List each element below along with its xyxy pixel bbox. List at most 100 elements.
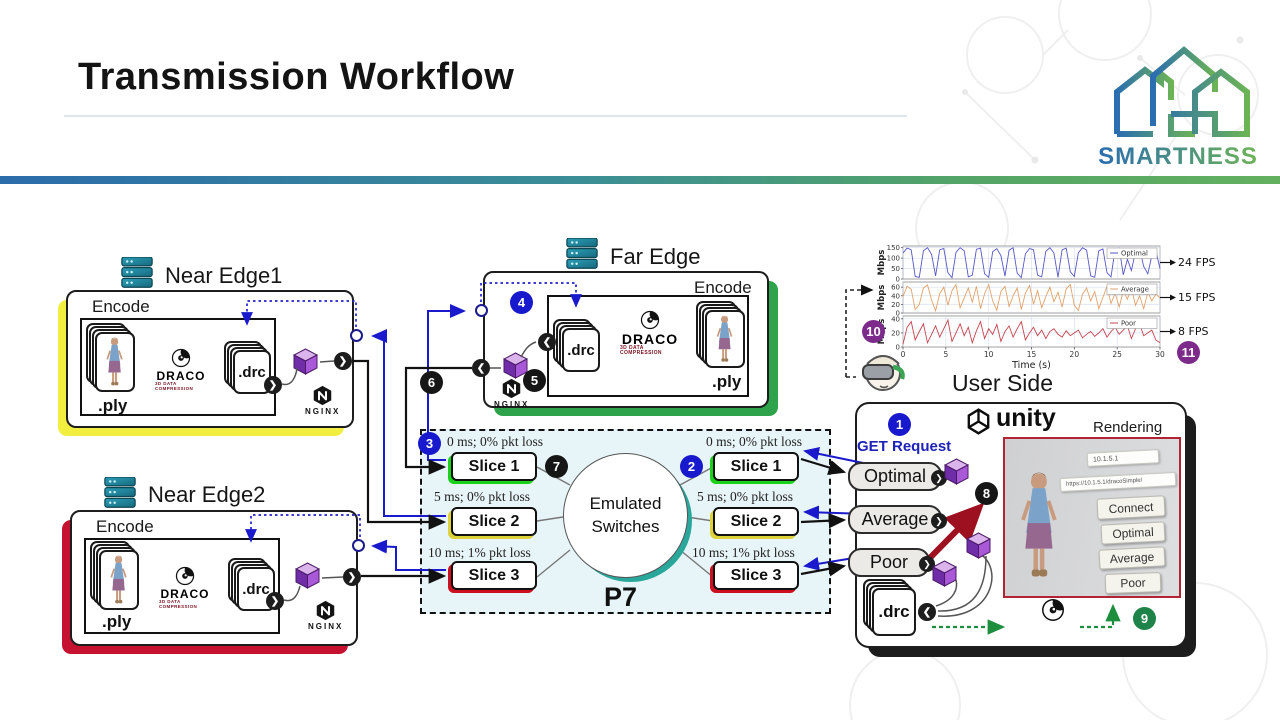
svg-text:40: 40 xyxy=(891,292,900,300)
far-edge-out-chip: ❮ xyxy=(472,359,490,377)
svg-text:20: 20 xyxy=(891,329,900,337)
header-gradient-bar xyxy=(0,176,1280,184)
connect-button[interactable]: Connect xyxy=(1096,495,1166,520)
average-button-label: Average xyxy=(861,509,929,529)
nginx-logo: NGINX xyxy=(305,385,340,416)
ip-field[interactable]: 10.1.5.1 xyxy=(1086,449,1160,467)
near-edge2-port xyxy=(352,539,365,552)
smartness-houses-icon xyxy=(1114,46,1250,137)
svg-text:0: 0 xyxy=(901,350,906,359)
svg-text:60: 60 xyxy=(891,284,900,292)
title-divider xyxy=(64,115,907,117)
slice3-right: Slice 3 xyxy=(713,561,799,590)
near-edge1-port xyxy=(350,329,363,342)
badge-6: 6 xyxy=(420,371,443,394)
nginx-logo: NGINX xyxy=(308,600,343,631)
svg-text:30: 30 xyxy=(1155,350,1165,359)
panel-average-button[interactable]: Average xyxy=(1098,546,1166,570)
server-icon xyxy=(102,476,138,509)
svg-text:Mbps: Mbps xyxy=(877,285,887,311)
badge-7: 7 xyxy=(545,455,568,478)
badge-2: 2 xyxy=(680,455,703,478)
badge-11: 11 xyxy=(1177,341,1200,364)
panel-poor-button[interactable]: Poor xyxy=(1104,572,1162,594)
panel-optimal-button[interactable]: Optimal xyxy=(1100,521,1166,545)
slice2-right: Slice 2 xyxy=(713,507,799,536)
badge-1: 1 xyxy=(888,413,911,436)
svg-text:150: 150 xyxy=(887,244,900,252)
svg-text:50: 50 xyxy=(891,265,900,273)
nginx-label: NGINX xyxy=(494,400,530,409)
svg-text:15: 15 xyxy=(1027,350,1037,359)
svg-text:15 FPS: 15 FPS xyxy=(1178,291,1215,304)
encode-label: Encode xyxy=(694,278,752,297)
emulated-switches-hub: Emulated Switches xyxy=(563,453,688,578)
svg-text:20: 20 xyxy=(1070,350,1080,359)
drc-stack-user: .drc xyxy=(863,579,916,636)
smartness-logo: SMARTNESS xyxy=(1098,30,1258,171)
flow-chip: ❯ xyxy=(266,592,284,610)
flow-chip: ❮ xyxy=(538,333,556,351)
qos-label-slice2-right: 5 ms; 0% pkt loss xyxy=(697,489,794,504)
near-edge2-out-chip: ❯ xyxy=(343,568,361,586)
svg-text:20: 20 xyxy=(891,301,900,309)
data-cube xyxy=(294,562,321,594)
encode-label: Encode xyxy=(96,517,154,536)
ply-stack xyxy=(86,323,135,392)
nginx-label: NGINX xyxy=(305,407,341,416)
svg-text:0: 0 xyxy=(896,276,900,284)
badge-3: 3 xyxy=(418,432,441,455)
drc-label: .drc xyxy=(878,602,910,621)
smartness-wordmark: SMARTNESS xyxy=(1098,143,1258,170)
svg-text:100: 100 xyxy=(887,255,900,263)
url-field[interactable]: https://10.1.5.1/dracoSimple/ xyxy=(1059,471,1177,493)
drc-label: .drc xyxy=(238,363,266,381)
near-edge1-title: Near Edge1 xyxy=(165,263,283,288)
svg-text:Time (s): Time (s) xyxy=(1011,360,1051,371)
poor-button[interactable]: Poor ❯ xyxy=(848,548,935,577)
far-edge-port xyxy=(475,304,488,317)
server-icon xyxy=(119,256,155,289)
ply-label: .ply xyxy=(102,612,132,631)
svg-text:10: 10 xyxy=(984,350,994,359)
svg-text:8 FPS: 8 FPS xyxy=(1178,325,1208,338)
drc-label: .drc xyxy=(242,580,270,598)
badge-10: 10 xyxy=(862,320,885,343)
encode-label: Encode xyxy=(92,297,150,316)
qos-label-slice3: 10 ms; 1% pkt loss xyxy=(428,545,531,560)
server-icon xyxy=(564,237,600,270)
ply-label: .ply xyxy=(712,372,742,391)
rendered-person xyxy=(1015,469,1067,591)
svg-text:5: 5 xyxy=(943,350,948,359)
svg-text:Average: Average xyxy=(1121,286,1149,294)
ply-stack xyxy=(696,301,745,368)
page-title: Transmission Workflow xyxy=(78,56,515,98)
draco-logo-user xyxy=(1022,598,1084,624)
optimal-button[interactable]: Optimal ❯ xyxy=(848,462,947,491)
svg-text:25: 25 xyxy=(1112,350,1122,359)
unity-wordmark: unity xyxy=(996,404,1056,432)
average-button[interactable]: Average ❯ xyxy=(848,505,947,534)
draco-sub-label: 3D DATA COMPRESSION xyxy=(620,345,662,356)
badge-8: 8 xyxy=(975,482,998,505)
vr-headset-user-icon xyxy=(856,348,910,396)
svg-text:Optimal: Optimal xyxy=(1121,250,1148,258)
svg-text:40: 40 xyxy=(891,315,900,323)
draco-sub-label: 3D DATA COMPRESSION xyxy=(159,599,198,609)
hub-label-line2: Switches xyxy=(591,516,660,536)
near-edge1-out-chip: ❯ xyxy=(334,352,352,370)
qos-label-slice2: 5 ms; 0% pkt loss xyxy=(434,489,531,504)
draco-label: DRACO xyxy=(160,587,210,601)
draco-label: DRACO xyxy=(621,331,679,347)
chevron-right-icon: ❯ xyxy=(931,513,947,529)
badge-9: 9 xyxy=(1133,607,1156,630)
badge-5: 5 xyxy=(523,369,546,392)
chevron-right-icon: ❯ xyxy=(919,556,935,572)
qos-label-slice1: 0 ms; 0% pkt loss xyxy=(447,434,544,449)
data-cube xyxy=(292,348,319,380)
rendering-panel: 10.1.5.1 https://10.1.5.1/dracoSimple/ C… xyxy=(1003,437,1181,598)
